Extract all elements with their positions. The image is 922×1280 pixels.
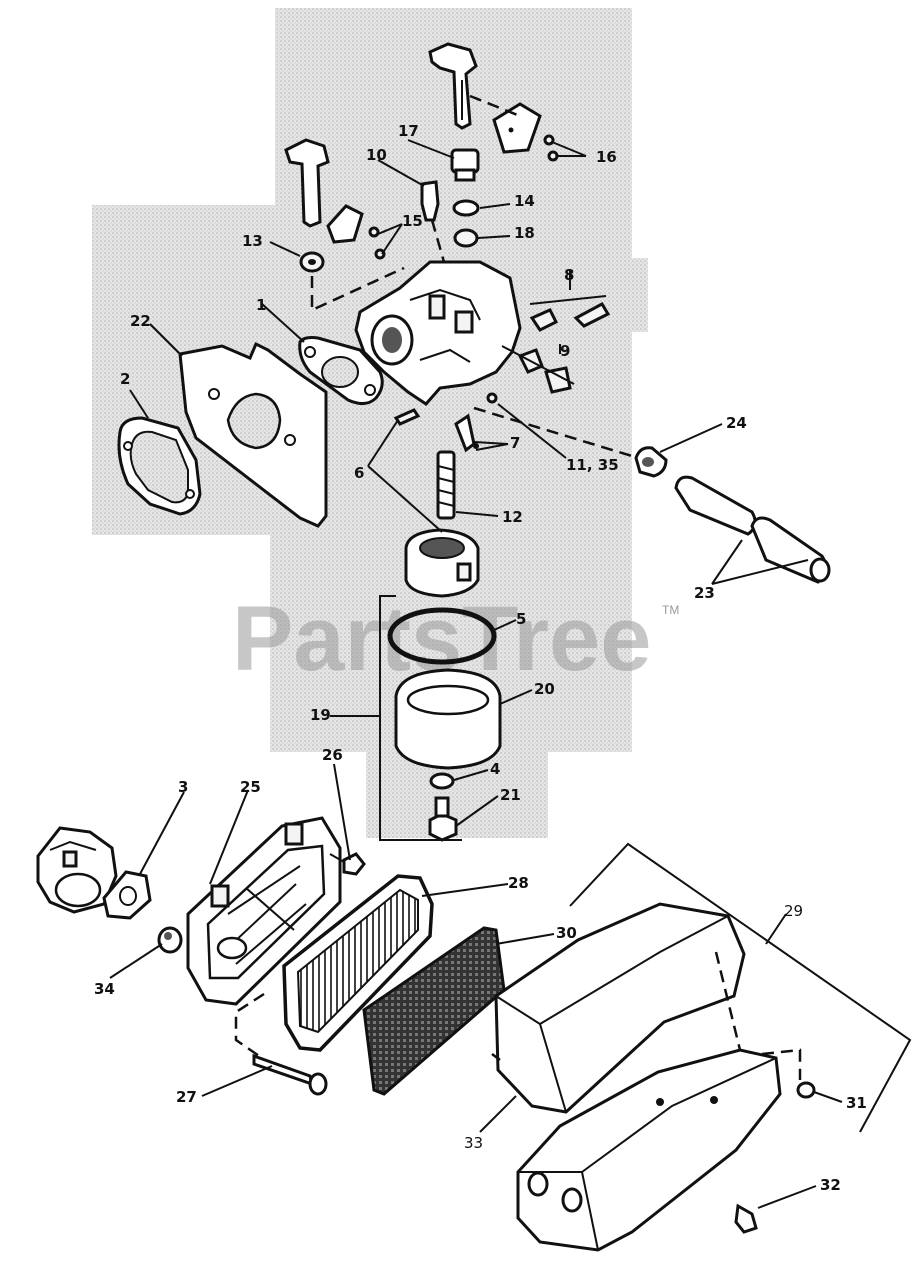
callout-30: 30	[556, 924, 577, 942]
idle-jet	[420, 180, 440, 222]
callout-33: 33	[464, 1134, 483, 1152]
throttle-shaft	[284, 138, 330, 228]
callout-20: 20	[534, 680, 555, 698]
choke-shaft	[428, 42, 478, 130]
callout-17: 17	[398, 122, 419, 140]
callout-31: 31	[846, 1094, 867, 1112]
inner-cover	[494, 902, 746, 1114]
spacer-34	[157, 926, 183, 954]
callout-14: 14	[514, 192, 535, 210]
callout-4: 4	[490, 760, 500, 778]
callout-19: 19	[310, 706, 331, 724]
callout-24: 24	[726, 414, 747, 432]
callout-15: 15	[402, 212, 423, 230]
callout-34: 34	[94, 980, 115, 998]
washer-13	[299, 251, 325, 273]
watermark-trademark: TM	[662, 603, 679, 617]
bowl-screw	[428, 796, 458, 842]
callout-26: 26	[322, 746, 343, 764]
callout-29: 29	[784, 902, 803, 920]
throttle-stop-screw	[501, 345, 575, 394]
callout-1: 1	[256, 296, 266, 314]
callout-16: 16	[596, 148, 617, 166]
float-bowl	[394, 668, 502, 770]
o-ring-14	[452, 199, 480, 217]
throttle-plate	[326, 204, 364, 244]
callout-labels: 16 17 10 14 18 15 13 8 1 22 9 2 24 7 11,…	[94, 122, 867, 1194]
callout-13: 13	[242, 232, 263, 250]
float	[404, 528, 480, 598]
float-hinge-pins	[393, 408, 421, 426]
fuel-line	[674, 475, 831, 584]
outer-cover	[516, 1048, 782, 1252]
main-jet	[436, 450, 456, 520]
leader-lines	[109, 139, 912, 1209]
callout-22: 22	[130, 312, 151, 330]
gasket-1	[298, 336, 384, 405]
callout-32: 32	[820, 1176, 841, 1194]
air-cleaner-base	[186, 816, 342, 1006]
carburetor-body	[354, 260, 522, 406]
welch-plug	[450, 148, 480, 182]
callout-12: 12	[502, 508, 523, 526]
throttle-plate-screws	[368, 226, 386, 260]
seal-18	[453, 228, 479, 248]
callout-3: 3	[178, 778, 188, 796]
carburetor-reference	[36, 826, 118, 914]
callout-21: 21	[500, 786, 521, 804]
callout-27: 27	[176, 1088, 197, 1106]
callout-18: 18	[514, 224, 535, 242]
callout-7: 7	[510, 434, 520, 452]
callout-11-35: 11, 35	[566, 456, 619, 474]
callout-23: 23	[694, 584, 715, 602]
float-pin	[454, 413, 479, 453]
callout-6: 6	[354, 464, 364, 482]
callout-25: 25	[240, 778, 261, 796]
paper-filter	[282, 874, 434, 1052]
shaded-background	[92, 8, 648, 838]
mounting-bolt	[252, 1053, 328, 1096]
choke-plate	[492, 102, 542, 154]
cover-screw	[734, 1203, 758, 1234]
fuel-line-clamp	[634, 446, 668, 478]
spacer-gasket-22	[178, 341, 328, 528]
callout-2: 2	[120, 370, 130, 388]
callout-9: 9	[560, 342, 570, 360]
bowl-washer	[429, 772, 455, 790]
bowl-gasket	[387, 607, 497, 665]
air-cleaner-gasket	[102, 870, 152, 920]
callout-10: 10	[366, 146, 387, 164]
cover-nut	[796, 1081, 816, 1099]
callout-8: 8	[564, 266, 574, 284]
callout-28: 28	[508, 874, 529, 892]
idle-mixture-screw	[529, 295, 611, 332]
callout-5: 5	[516, 610, 526, 628]
inlet-needle	[486, 392, 498, 404]
gasket-2	[117, 416, 202, 516]
